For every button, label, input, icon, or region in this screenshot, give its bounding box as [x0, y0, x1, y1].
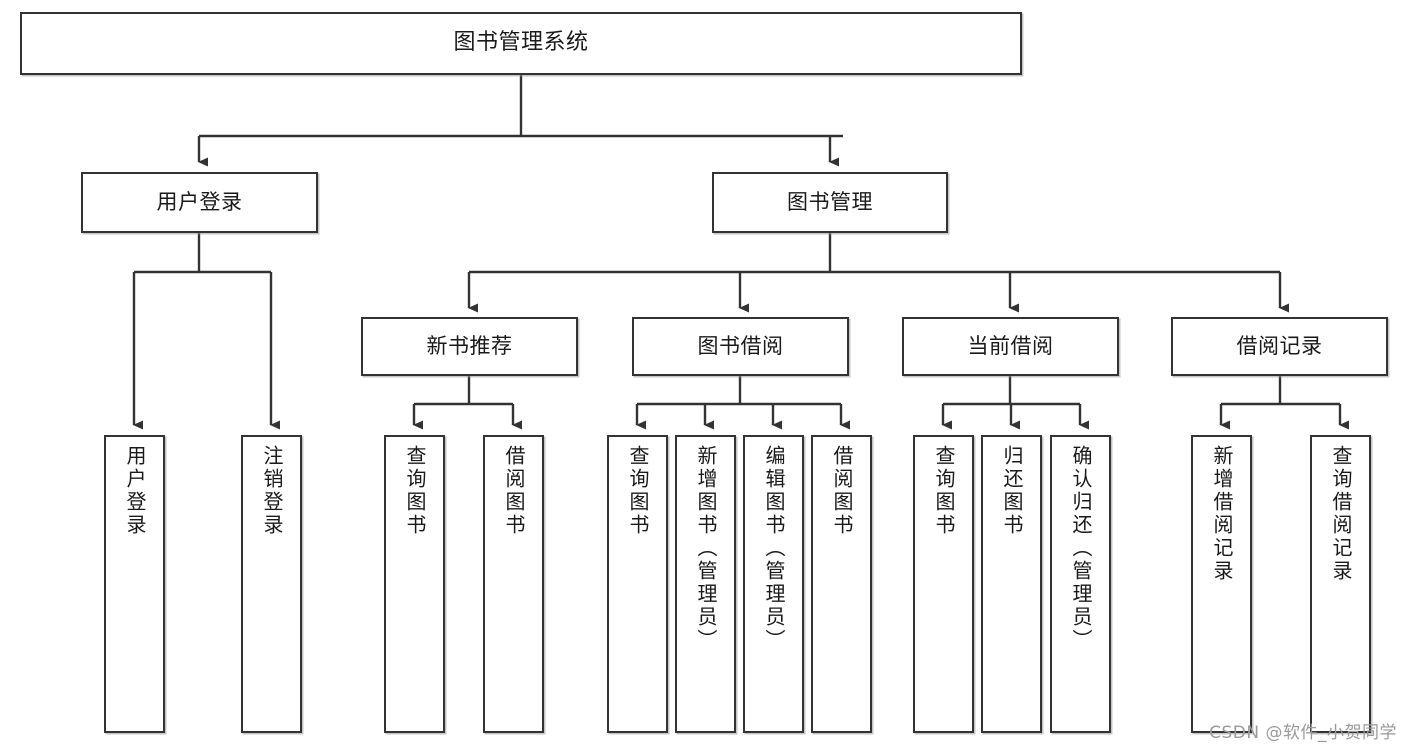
- leaf-book-borrow-borrow[interactable]: 借阅图书: [811, 435, 872, 733]
- node-borrow-record-label: 借阅记录: [1236, 333, 1323, 358]
- leaf-borrow-record-add[interactable]: 新增借阅记录: [1191, 435, 1252, 733]
- leaf-new-book-query-label: 查询图书: [403, 445, 427, 537]
- node-root-system[interactable]: 图书管理系统: [20, 12, 1022, 75]
- leaf-book-borrow-borrow-label: 借阅图书: [830, 445, 854, 537]
- leaf-book-borrow-edit-label: 编辑图书（管理员）: [762, 445, 786, 652]
- leaf-user-login-login-label: 用户登录: [123, 445, 147, 537]
- leaf-user-login-login[interactable]: 用户登录: [104, 435, 165, 733]
- leaf-borrow-record-query-label: 查询借阅记录: [1329, 445, 1353, 583]
- leaf-new-book-borrow-label: 借阅图书: [502, 445, 526, 537]
- leaf-new-book-query[interactable]: 查询图书: [384, 435, 445, 733]
- leaf-user-login-logout-label: 注销登录: [260, 445, 284, 537]
- node-book-management-label: 图书管理: [787, 189, 873, 214]
- leaf-new-book-borrow[interactable]: 借阅图书: [483, 435, 544, 733]
- node-user-login[interactable]: 用户登录: [81, 172, 318, 233]
- leaf-current-borrow-confirm-label: 确认归还（管理员）: [1069, 445, 1093, 652]
- leaf-book-borrow-edit[interactable]: 编辑图书（管理员）: [743, 435, 804, 733]
- leaf-book-borrow-add[interactable]: 新增图书（管理员）: [675, 435, 736, 733]
- leaf-current-borrow-query[interactable]: 查询图书: [913, 435, 974, 733]
- leaf-current-borrow-query-label: 查询图书: [932, 445, 956, 537]
- node-new-book-recommend-label: 新书推荐: [426, 333, 513, 358]
- node-borrow-record[interactable]: 借阅记录: [1171, 317, 1388, 376]
- node-book-borrow-label: 图书借阅: [697, 333, 784, 358]
- node-new-book-recommend[interactable]: 新书推荐: [361, 317, 578, 376]
- node-root-system-label: 图书管理系统: [453, 30, 589, 56]
- leaf-current-borrow-return[interactable]: 归还图书: [981, 435, 1042, 733]
- node-current-borrow[interactable]: 当前借阅: [902, 317, 1119, 376]
- leaf-user-login-logout[interactable]: 注销登录: [241, 435, 302, 733]
- leaf-book-borrow-query-label: 查询图书: [626, 445, 650, 537]
- node-current-borrow-label: 当前借阅: [967, 333, 1054, 358]
- leaf-book-borrow-add-label: 新增图书（管理员）: [694, 445, 718, 652]
- node-book-management[interactable]: 图书管理: [712, 172, 948, 233]
- node-user-login-label: 用户登录: [156, 189, 243, 214]
- watermark: CSDN @软件_小贺同学: [1209, 723, 1397, 743]
- leaf-borrow-record-query[interactable]: 查询借阅记录: [1310, 435, 1371, 733]
- leaf-borrow-record-add-label: 新增借阅记录: [1210, 445, 1234, 583]
- leaf-book-borrow-query[interactable]: 查询图书: [607, 435, 668, 733]
- leaf-current-borrow-return-label: 归还图书: [1000, 445, 1024, 537]
- leaf-current-borrow-confirm[interactable]: 确认归还（管理员）: [1050, 435, 1111, 733]
- node-book-borrow[interactable]: 图书借阅: [632, 317, 849, 376]
